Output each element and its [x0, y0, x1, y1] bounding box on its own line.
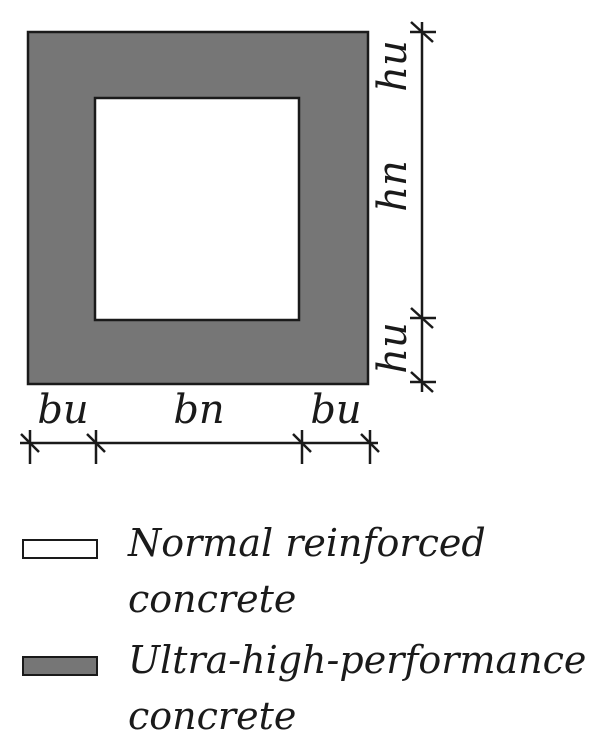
horizontal-dimension-line [20, 430, 380, 464]
legend-label-line2: concrete [128, 694, 297, 738]
cross-section-diagram: hu hn hu bu bn bu [20, 21, 436, 464]
legend-swatch-normal-concrete [22, 539, 98, 559]
label-hn: hn [370, 160, 416, 212]
label-hu-top: hu [370, 40, 416, 92]
label-hu-bottom: hu [370, 322, 416, 374]
legend-label-line1: Normal reinforced [128, 521, 486, 565]
legend-swatch-uhpc [22, 656, 98, 676]
label-bu-right: bu [310, 387, 361, 433]
label-bu-left: bu [37, 387, 88, 433]
legend-label-line2: concrete [128, 577, 297, 621]
normal-concrete-core [93, 96, 301, 322]
legend-item-uhpc: Ultra-high-performance concrete [22, 632, 587, 744]
legend-text-uhpc: Ultra-high-performance concrete [128, 632, 587, 744]
label-bn: bn [173, 387, 224, 433]
legend-item-normal-concrete: Normal reinforced concrete [22, 515, 568, 627]
vertical-dimension-line [410, 21, 436, 393]
legend-label-line1: Ultra-high-performance [128, 638, 587, 682]
legend-text-normal-concrete: Normal reinforced concrete [128, 515, 568, 627]
